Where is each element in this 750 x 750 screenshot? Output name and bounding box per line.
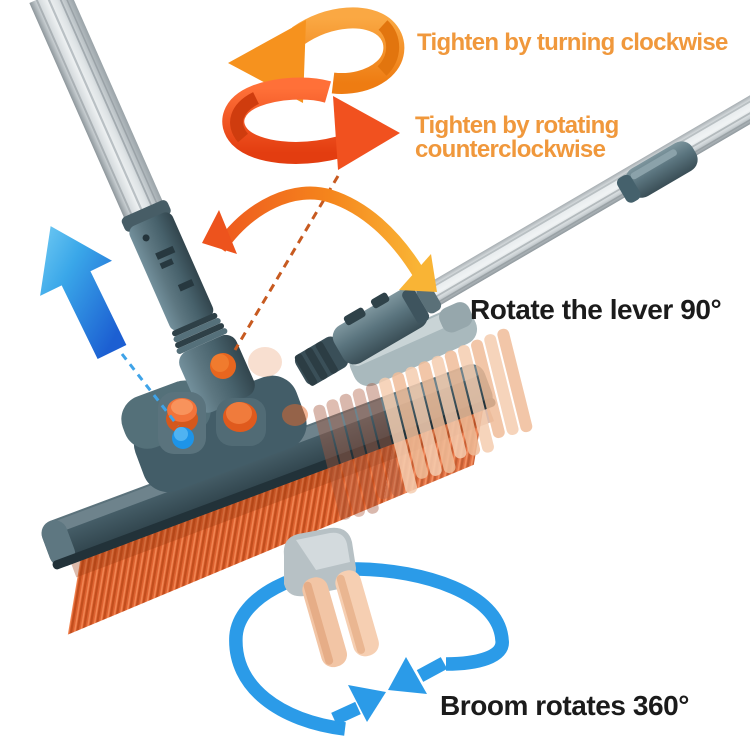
svg-text:counterclockwise: counterclockwise [415,136,606,163]
svg-text:Tighten by turning clockwise: Tighten by turning clockwise [417,29,728,56]
svg-text:Rotate the lever 90°: Rotate the lever 90° [470,294,721,325]
svg-text:Tighten by rotating: Tighten by rotating [415,112,619,139]
svg-text:Broom rotates 360°: Broom rotates 360° [440,690,689,721]
